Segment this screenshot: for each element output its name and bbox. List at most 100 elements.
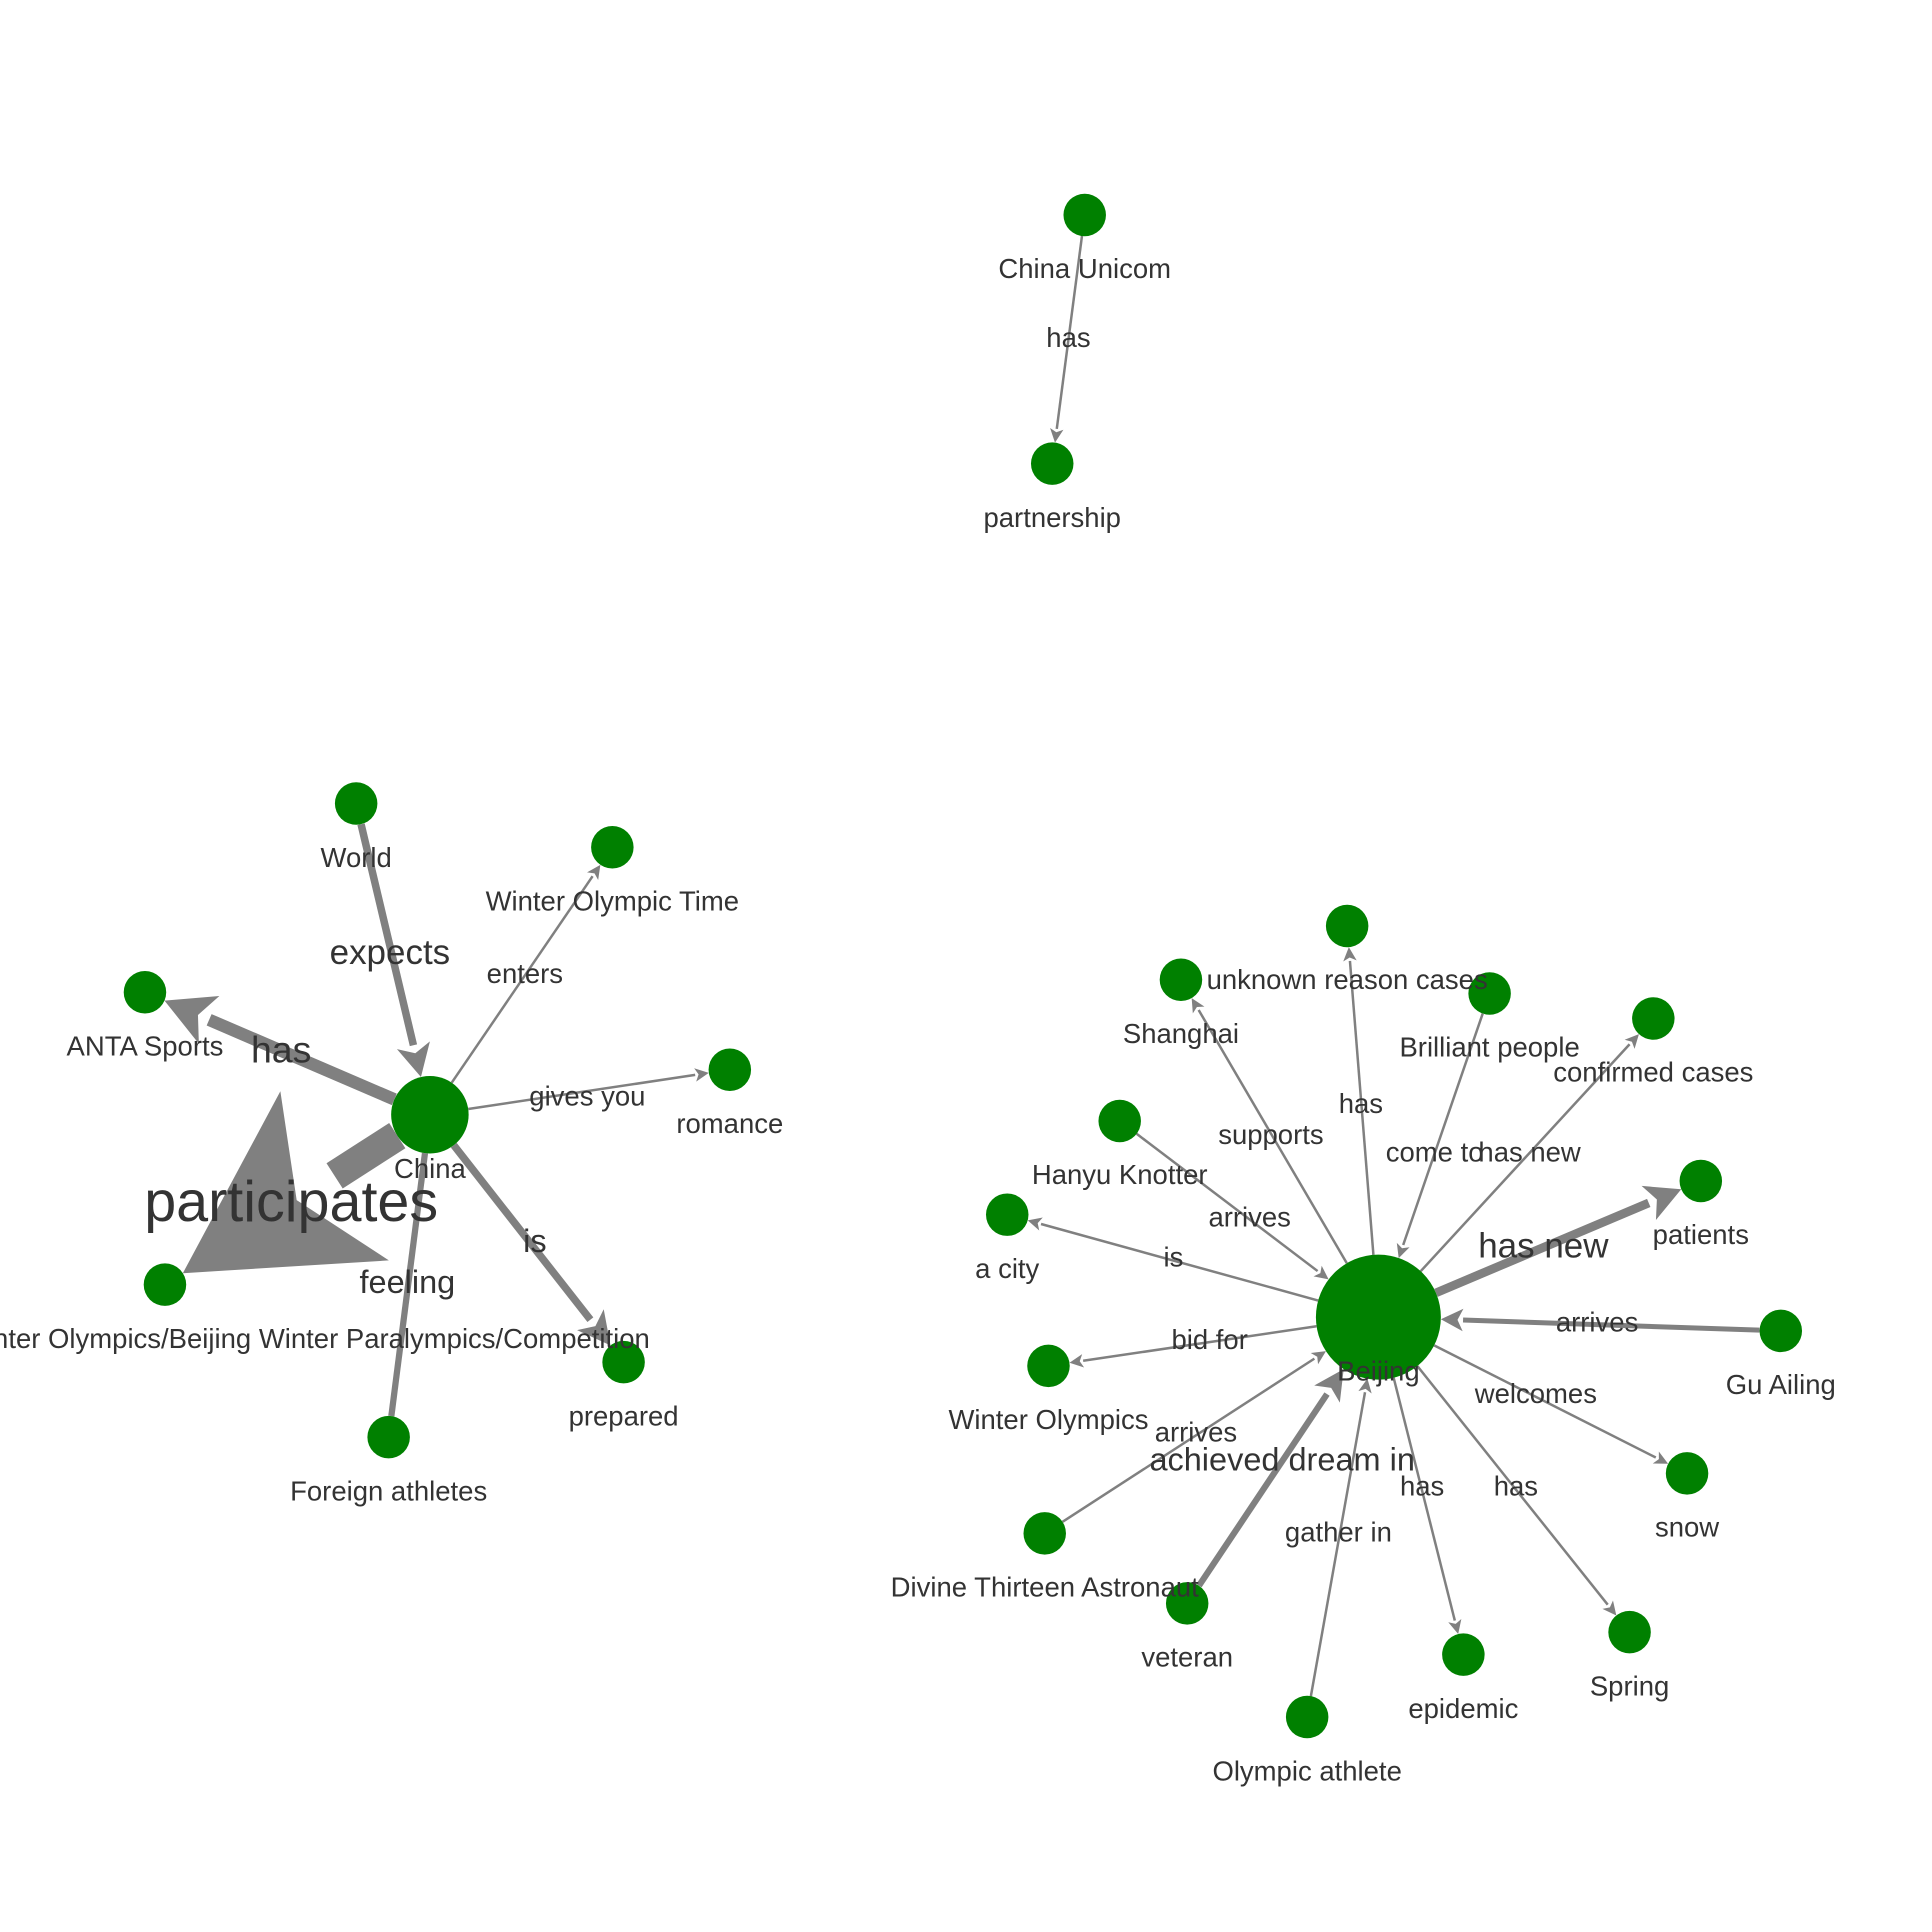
edge-foreign_athletes-to-china [388, 1152, 429, 1417]
edge-china-to-romance [468, 1073, 696, 1111]
node-label-a_city: a city [975, 1253, 1039, 1284]
node-label-astronaut: Divine Thirteen Astronaut [891, 1572, 1199, 1603]
node-partnership[interactable] [1030, 442, 1074, 485]
edge-label-china-to-anta: has [251, 1029, 311, 1071]
node-prepared[interactable] [602, 1340, 645, 1384]
node-label-patients: patients [1653, 1219, 1749, 1250]
arrowhead-world-to-china [396, 1041, 430, 1078]
node-olympic_athlete[interactable] [1285, 1695, 1329, 1739]
edge-beijing-to-snow [1433, 1344, 1657, 1459]
node-label-winter_olympics: Winter Olympics [948, 1404, 1148, 1435]
node-gu_ailing[interactable] [1759, 1309, 1803, 1353]
node-anta[interactable] [123, 970, 167, 1014]
node-a_city[interactable] [985, 1193, 1029, 1236]
edge-gu_ailing-to-beijing [1462, 1317, 1760, 1333]
arrowhead-olympic_athlete-to-beijing [1358, 1378, 1372, 1394]
edge-beijing-to-confirmed_cases [1419, 1043, 1631, 1273]
node-unknown_cases[interactable] [1325, 904, 1369, 948]
arrowhead-china_unicom-to-partnership [1050, 428, 1064, 443]
node-veteran[interactable] [1165, 1582, 1209, 1625]
edge-label-beijing-to-shanghai: supports [1218, 1119, 1323, 1150]
edge-label-gu_ailing-to-beijing: arrives [1556, 1307, 1638, 1338]
node-world[interactable] [334, 782, 378, 825]
node-label-beijing: Beijing [1337, 1355, 1420, 1386]
edge-label-foreign_athletes-to-china: feeling [360, 1264, 456, 1300]
node-label-prepared: prepared [569, 1400, 679, 1431]
arrowhead-beijing-to-snow [1652, 1451, 1669, 1464]
nodes-layer [123, 193, 1803, 1739]
node-foreign_athletes[interactable] [367, 1415, 410, 1459]
node-label-unknown_cases: unknown reason cases [1207, 964, 1488, 995]
edge-beijing-to-winter_olympics [1082, 1325, 1317, 1363]
edge-brilliant_people-to-beijing [1402, 1013, 1484, 1246]
edge-label-china-to-winter_olympic_time: enters [487, 958, 563, 989]
node-winter_olympics[interactable] [1027, 1344, 1070, 1388]
node-china[interactable] [391, 1075, 469, 1154]
arrowhead-china-to-romance [694, 1068, 709, 1082]
node-shanghai[interactable] [1159, 958, 1203, 1001]
node-label-winter_olympic_time: Winter Olympic Time [486, 886, 740, 917]
node-snow[interactable] [1665, 1452, 1709, 1495]
edge-beijing-to-unknown_cases [1348, 960, 1375, 1255]
edge-beijing-to-epidemic [1392, 1377, 1457, 1621]
edge-label-china-to-romance: gives you [529, 1080, 645, 1111]
edge-hanyu-to-beijing [1135, 1132, 1319, 1273]
node-hanyu[interactable] [1098, 1099, 1141, 1143]
node-label-brilliant_people: Brilliant people [1399, 1032, 1579, 1063]
arrowhead-beijing-to-unknown_cases [1343, 947, 1357, 962]
arrowhead-beijing-to-epidemic [1448, 1618, 1462, 1634]
arrowhead-beijing-to-patients [1641, 1185, 1682, 1220]
edge-world-to-china [357, 823, 418, 1047]
edge-china-to-competition [326, 1123, 406, 1189]
arrowhead-hanyu-to-beijing [1313, 1265, 1329, 1280]
node-beijing[interactable] [1315, 1254, 1441, 1380]
edge-label-beijing-to-snow: welcomes [1474, 1378, 1597, 1409]
node-label-confirmed_cases: confirmed cases [1553, 1057, 1753, 1088]
node-confirmed_cases[interactable] [1632, 997, 1675, 1040]
edge-label-beijing-to-epidemic: has [1400, 1470, 1444, 1501]
node-label-foreign_athletes: Foreign athletes [290, 1475, 487, 1506]
node-label-epidemic: epidemic [1408, 1693, 1518, 1724]
node-astronaut[interactable] [1023, 1512, 1066, 1555]
edge-label-beijing-to-unknown_cases: has [1339, 1088, 1383, 1119]
arrowhead-china-to-winter_olympic_time [587, 864, 601, 881]
edge-veteran-to-beijing [1196, 1392, 1330, 1588]
node-label-china_unicom: China Unicom [998, 253, 1171, 284]
arrowhead-beijing-to-winter_olympics [1069, 1354, 1085, 1368]
edge-china-to-prepared [450, 1142, 594, 1323]
node-label-anta: ANTA Sports [67, 1030, 224, 1061]
node-label-competition: Beijing Winter Olympics/Beijing Winter P… [0, 1323, 650, 1354]
node-china_unicom[interactable] [1063, 193, 1106, 237]
edge-label-beijing-to-patients: has new [1478, 1226, 1609, 1265]
node-label-snow: snow [1655, 1512, 1719, 1543]
node-patients[interactable] [1679, 1159, 1723, 1203]
arrowhead-beijing-to-confirmed_cases [1624, 1034, 1639, 1049]
node-romance[interactable] [708, 1048, 752, 1091]
edge-label-china-to-competition: participates [144, 1170, 438, 1234]
edge-olympic_athlete-to-beijing [1309, 1392, 1367, 1697]
arrowhead-brilliant_people-to-beijing [1396, 1242, 1410, 1259]
edge-label-veteran-to-beijing: achieved dream in [1149, 1442, 1414, 1478]
arrowhead-astronaut-to-beijing [1310, 1351, 1326, 1365]
edge-china-to-anta [206, 1014, 397, 1106]
edge-label-china_unicom-to-partnership: has [1046, 322, 1090, 353]
node-winter_olympic_time[interactable] [591, 826, 634, 869]
edge-label-hanyu-to-beijing: arrives [1208, 1202, 1290, 1233]
node-label-gu_ailing: Gu Ailing [1726, 1369, 1836, 1400]
edge-label-olympic_athlete-to-beijing: gather in [1285, 1517, 1392, 1548]
edge-label-beijing-to-confirmed_cases: has new [1478, 1137, 1581, 1168]
edge-label-china-to-prepared: is [523, 1223, 546, 1259]
edge-beijing-to-shanghai [1197, 1009, 1348, 1264]
node-epidemic[interactable] [1442, 1633, 1485, 1676]
node-label-world: World [321, 842, 392, 873]
arrowhead-beijing-to-spring [1602, 1600, 1617, 1616]
node-brilliant_people[interactable] [1468, 972, 1511, 1015]
edge-beijing-to-patients [1434, 1198, 1651, 1297]
arrowhead-veteran-to-beijing [1314, 1369, 1344, 1403]
node-label-olympic_athlete: Olympic athlete [1212, 1755, 1401, 1786]
arrowhead-beijing-to-shanghai [1191, 998, 1205, 1014]
node-spring[interactable] [1608, 1610, 1651, 1654]
node-competition[interactable] [143, 1263, 187, 1306]
